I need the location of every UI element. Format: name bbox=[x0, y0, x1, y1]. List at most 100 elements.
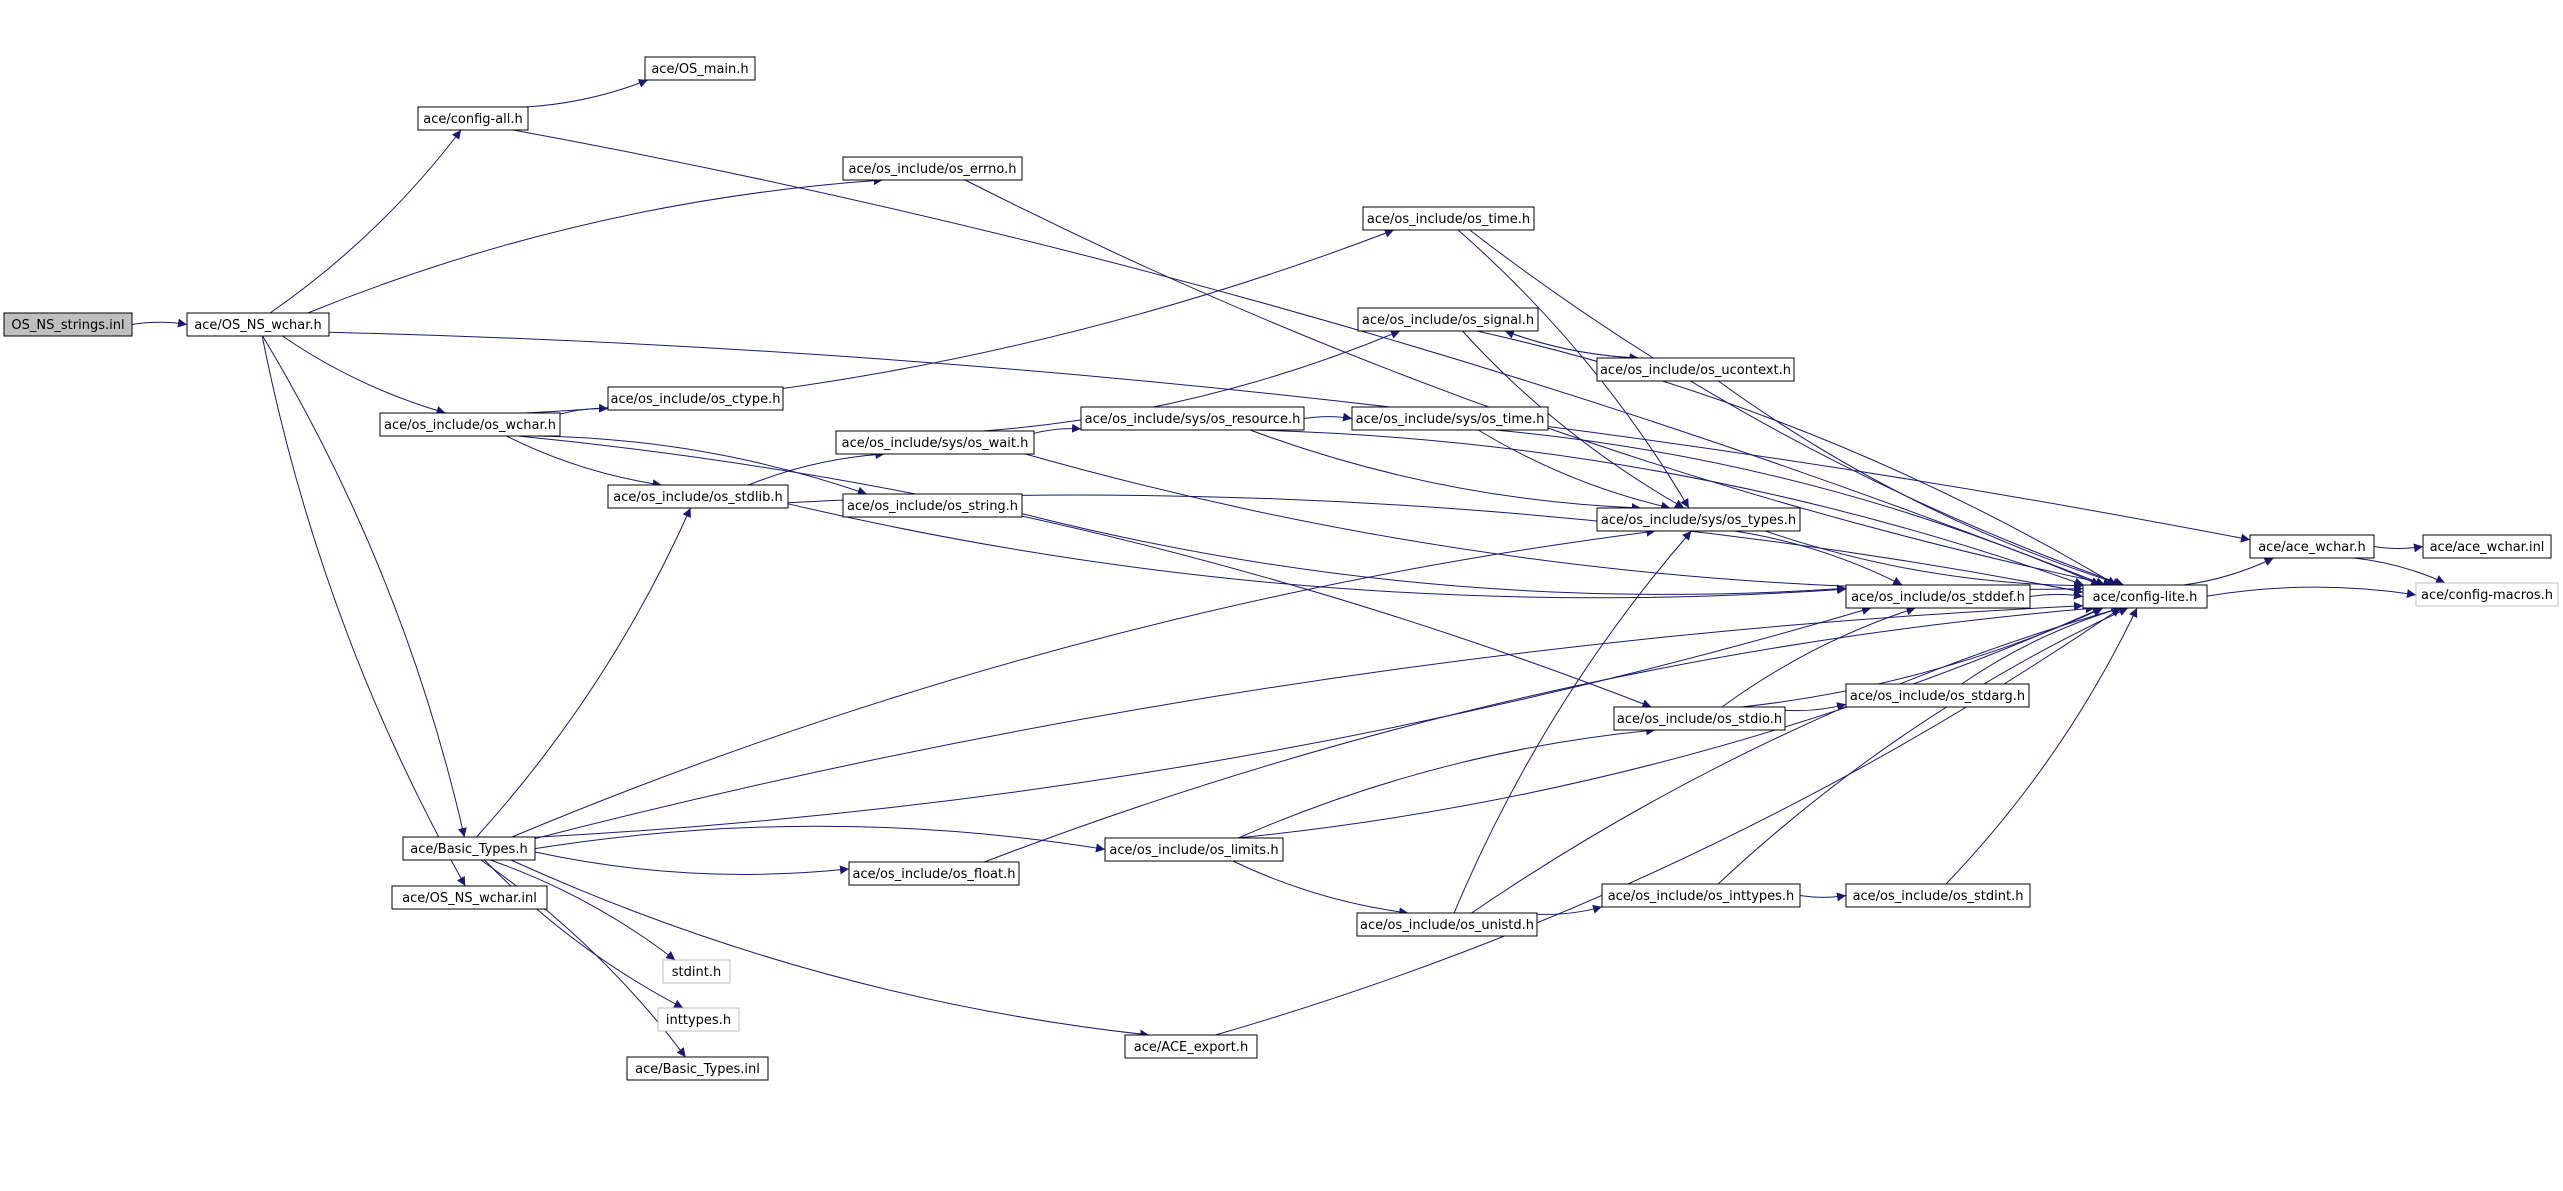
edge-ace_wchar_h-to-config_macros_h bbox=[2353, 557, 2446, 584]
edge-OS_NS_wchar_h-to-Basic_Types_h bbox=[262, 335, 467, 838]
node-box bbox=[1104, 837, 1284, 862]
node-os_ucontext_h[interactable]: ace/os_include/os_ucontext.h bbox=[1596, 357, 1795, 382]
edge-OS_NS_wchar_h-to-os_errno_h bbox=[307, 176, 883, 314]
node-ace_wchar_inl[interactable]: ace/ace_wchar.inl bbox=[2422, 534, 2552, 559]
node-label: ace/os_include/os_ucontext.h bbox=[1600, 363, 1791, 378]
node-os_stdio_h[interactable]: ace/os_include/os_stdio.h bbox=[1613, 706, 1786, 731]
node-os_stdarg_h[interactable]: ace/os_include/os_stdarg.h bbox=[1845, 683, 2030, 708]
edge-Basic_Types_h-to-os_stdlib_h bbox=[476, 507, 691, 838]
node-box bbox=[417, 106, 529, 131]
node-os_time_h[interactable]: ace/os_include/os_time.h bbox=[1362, 206, 1535, 231]
node-box bbox=[2422, 534, 2552, 559]
node-sys_os_resource_h[interactable]: ace/os_include/sys/os_resource.h bbox=[1080, 406, 1305, 431]
node-OS_main_h[interactable]: ace/OS_main.h bbox=[644, 56, 756, 81]
edge-sys_os_types_h-to-os_stddef_h bbox=[1734, 530, 1903, 586]
node-box bbox=[1601, 883, 1801, 908]
node-box bbox=[657, 1007, 740, 1032]
edge-os_stdio_h-to-os_stdarg_h bbox=[1784, 702, 1847, 712]
node-sys_os_time_h[interactable]: ace/os_include/sys/os_time.h bbox=[1351, 406, 1549, 431]
node-label: ace/OS_NS_wchar.h bbox=[194, 318, 321, 333]
node-label: ace/os_include/sys/os_wait.h bbox=[842, 436, 1029, 451]
node-label: ace/os_include/os_stdarg.h bbox=[1850, 689, 2025, 704]
edge-Basic_Types_h-to-stdint_h bbox=[490, 859, 676, 961]
node-label: ace/os_include/os_stdio.h bbox=[1617, 712, 1782, 727]
node-inttypes_h: inttypes.h bbox=[657, 1007, 740, 1032]
node-Basic_Types_inl[interactable]: ace/Basic_Types.inl bbox=[626, 1056, 769, 1081]
edge-os_ucontext_h-to-os_signal_h bbox=[1504, 329, 1639, 359]
node-label: ace/config-lite.h bbox=[2093, 590, 2198, 605]
node-os_stdint_h[interactable]: ace/os_include/os_stdint.h bbox=[1845, 883, 2031, 908]
node-label: stdint.h bbox=[672, 965, 721, 980]
node-box bbox=[662, 959, 731, 984]
node-os_stdlib_h[interactable]: ace/os_include/os_stdlib.h bbox=[607, 484, 789, 509]
edge-OS_NS_strings_inl-to-OS_NS_wchar_h bbox=[131, 318, 188, 328]
node-ace_wchar_h[interactable]: ace/ace_wchar.h bbox=[2249, 534, 2375, 559]
node-os_unistd_h[interactable]: ace/os_include/os_unistd.h bbox=[1356, 912, 1538, 937]
node-config_lite_h[interactable]: ace/config-lite.h bbox=[2082, 584, 2208, 609]
node-box bbox=[1362, 206, 1535, 231]
node-label: ace/config-macros.h bbox=[2421, 588, 2553, 603]
node-box bbox=[607, 386, 784, 411]
node-ACE_export_h[interactable]: ace/ACE_export.h bbox=[1124, 1034, 1258, 1059]
edge-os_limits_h-to-os_unistd_h bbox=[1232, 860, 1409, 917]
edge-Basic_Types_h-to-os_limits_h bbox=[534, 825, 1106, 853]
node-box bbox=[1124, 1034, 1258, 1059]
node-box bbox=[1080, 406, 1305, 431]
edge-os_limits_h-to-config_lite_h bbox=[1237, 607, 2103, 839]
node-label: ace/os_include/os_limits.h bbox=[1109, 843, 1278, 858]
node-config_all_h[interactable]: ace/config-all.h bbox=[417, 106, 529, 131]
node-os_string_h[interactable]: ace/os_include/os_string.h bbox=[842, 493, 1023, 518]
node-label: ace/os_include/sys/os_resource.h bbox=[1085, 412, 1301, 427]
node-os_float_h[interactable]: ace/os_include/os_float.h bbox=[848, 861, 1020, 886]
node-label: ace/os_include/os_float.h bbox=[852, 867, 1015, 882]
node-box bbox=[1596, 507, 1801, 532]
node-box bbox=[626, 1056, 769, 1081]
node-label: ace/os_include/sys/os_types.h bbox=[1601, 513, 1796, 528]
edge-os_wchar_h-to-os_stdlib_h bbox=[506, 435, 662, 489]
node-box bbox=[1356, 912, 1538, 937]
node-label: ace/os_include/os_stdlib.h bbox=[613, 490, 782, 505]
node-label: ace/os_include/os_stddef.h bbox=[1851, 590, 2025, 605]
node-os_wchar_h[interactable]: ace/os_include/os_wchar.h bbox=[379, 412, 561, 437]
node-box bbox=[848, 861, 1020, 886]
edge-config_lite_h-to-ace_wchar_h bbox=[2183, 557, 2274, 586]
node-box bbox=[644, 56, 756, 81]
node-box bbox=[2082, 584, 2208, 609]
node-label: ace/os_include/os_time.h bbox=[1367, 212, 1530, 227]
node-box bbox=[1845, 883, 2031, 908]
node-os_inttypes_h[interactable]: ace/os_include/os_inttypes.h bbox=[1601, 883, 1801, 908]
node-box bbox=[1845, 584, 2031, 609]
node-OS_NS_wchar_inl[interactable]: ace/OS_NS_wchar.inl bbox=[391, 885, 548, 910]
node-os_ctype_h[interactable]: ace/os_include/os_ctype.h bbox=[607, 386, 784, 411]
node-box bbox=[186, 312, 330, 337]
node-box bbox=[842, 156, 1023, 181]
node-Basic_Types_h[interactable]: ace/Basic_Types.h bbox=[402, 836, 536, 861]
node-OS_NS_wchar_h[interactable]: ace/OS_NS_wchar.h bbox=[186, 312, 330, 337]
edge-sys_os_types_h-to-config_lite_h bbox=[1765, 530, 2084, 591]
node-label: ace/ace_wchar.h bbox=[2258, 540, 2366, 555]
node-os_limits_h[interactable]: ace/os_include/os_limits.h bbox=[1104, 837, 1284, 862]
edge-os_string_h-to-os_stddef_h bbox=[1021, 513, 1847, 595]
edge-os_stdlib_h-to-sys_os_wait_h bbox=[748, 450, 885, 486]
node-os_signal_h[interactable]: ace/os_include/os_signal.h bbox=[1357, 307, 1539, 332]
node-label: ace/os_include/os_unistd.h bbox=[1360, 918, 1534, 933]
node-label: ace/os_include/os_string.h bbox=[847, 499, 1018, 514]
node-os_errno_h[interactable]: ace/os_include/os_errno.h bbox=[842, 156, 1023, 181]
edge-Basic_Types_h-to-os_stddef_h bbox=[534, 606, 1872, 838]
node-label: ace/os_include/os_signal.h bbox=[1362, 313, 1534, 328]
node-label: ace/ACE_export.h bbox=[1134, 1040, 1248, 1055]
node-sys_os_types_h[interactable]: ace/os_include/sys/os_types.h bbox=[1596, 507, 1801, 532]
node-box bbox=[1596, 357, 1795, 382]
edge-os_inttypes_h-to-config_lite_h bbox=[1717, 607, 2129, 885]
edge-os_limits_h-to-os_stdio_h bbox=[1238, 726, 1656, 839]
node-sys_os_wait_h[interactable]: ace/os_include/sys/os_wait.h bbox=[835, 430, 1035, 455]
node-os_stddef_h[interactable]: ace/os_include/os_stddef.h bbox=[1845, 584, 2031, 609]
node-config_macros_h: ace/config-macros.h bbox=[2415, 582, 2559, 607]
edge-config_lite_h-to-config_macros_h bbox=[2206, 586, 2417, 598]
edge-os_stddef_h-to-config_lite_h bbox=[2029, 590, 2084, 600]
node-box bbox=[842, 493, 1023, 518]
node-OS_NS_strings_inl[interactable]: OS_NS_strings.inl bbox=[3, 312, 133, 337]
edge-os_float_h-to-config_lite_h bbox=[984, 604, 2095, 863]
edge-os_wchar_h-to-os_string_h bbox=[535, 435, 867, 496]
edge-os_wchar_h-to-os_time_h bbox=[524, 229, 1395, 414]
